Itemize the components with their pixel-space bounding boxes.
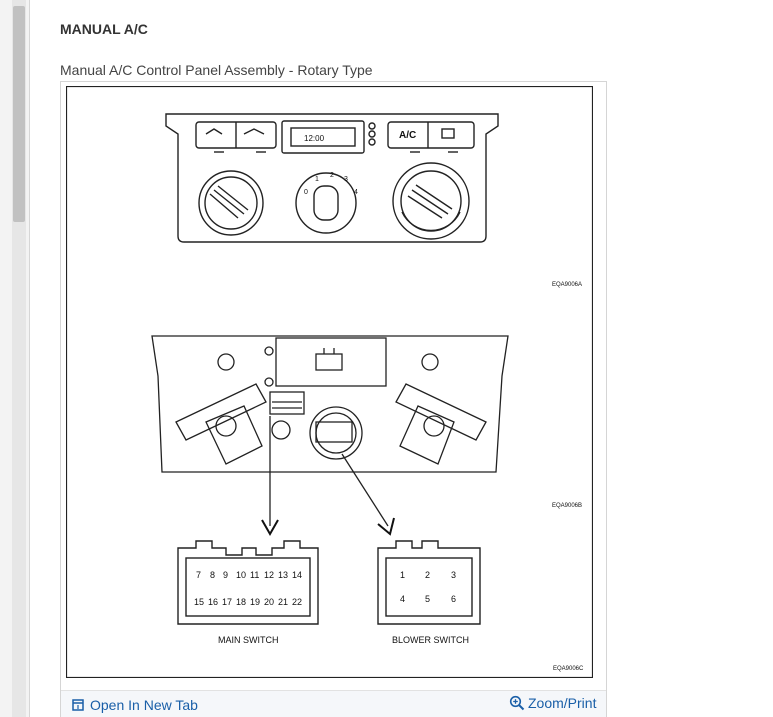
main-pin-15: 15 <box>194 597 204 607</box>
blower-switch-pins: 1 2 3 4 5 6 <box>400 570 456 604</box>
scrollbar-thumb[interactable] <box>13 6 25 222</box>
main-pin-14: 14 <box>292 570 302 580</box>
main-pin-21: 21 <box>278 597 288 607</box>
main-pin-22: 22 <box>292 597 302 607</box>
front-panel-drawing <box>165 113 499 243</box>
ac-panel-diagram[interactable]: A/C 12:00 0 1 2 3 4 EQA9006A EQA9006B <box>66 86 593 678</box>
connector-arrows <box>261 517 395 537</box>
rear-panel-drawing <box>151 335 509 527</box>
figure-code-c: EQA9006C <box>553 666 584 672</box>
blower-pin-6: 6 <box>451 594 456 604</box>
main-pin-13: 13 <box>278 570 288 580</box>
main-pin-11: 11 <box>250 570 259 580</box>
main-pin-19: 19 <box>250 597 260 607</box>
main-pin-7: 7 <box>196 570 201 580</box>
figure-caption: Manual A/C Control Panel Assembly - Rota… <box>60 62 373 78</box>
main-pin-16: 16 <box>208 597 218 607</box>
main-switch-connector <box>177 540 319 625</box>
figure-code-b: EQA9006B <box>552 503 582 509</box>
main-pin-17: 17 <box>222 597 232 607</box>
zoom-print-link[interactable]: Zoom/Print <box>509 695 596 711</box>
zoom-in-icon <box>509 695 525 711</box>
fan-label-1: 1 <box>315 176 319 183</box>
clock-display: 12:00 <box>304 134 325 143</box>
blower-pin-5: 5 <box>425 594 430 604</box>
main-pin-9: 9 <box>223 570 228 580</box>
main-pin-10: 10 <box>236 570 246 580</box>
blower-switch-label: BLOWER SWITCH <box>392 635 469 645</box>
zoom-print-label: Zoom/Print <box>528 695 597 711</box>
main-switch-pins: 7 8 9 10 11 12 13 14 15 16 17 18 19 20 2… <box>194 570 302 607</box>
open-in-new-tab-label: Open In New Tab <box>90 697 198 713</box>
fan-label-0: 0 <box>304 189 308 196</box>
blower-pin-4: 4 <box>400 594 405 604</box>
open-new-tab-icon <box>72 699 84 711</box>
fan-label-3: 3 <box>344 176 348 183</box>
blower-pin-3: 3 <box>451 570 456 580</box>
main-switch-label: MAIN SWITCH <box>218 635 279 645</box>
section-title: MANUAL A/C <box>60 21 148 37</box>
blower-pin-1: 1 <box>400 570 405 580</box>
fan-label-2: 2 <box>330 172 334 179</box>
fan-label-4: 4 <box>354 189 358 196</box>
main-pin-12: 12 <box>264 570 274 580</box>
main-pin-20: 20 <box>264 597 274 607</box>
blower-pin-2: 2 <box>425 570 430 580</box>
main-pin-18: 18 <box>236 597 246 607</box>
blower-switch-connector <box>377 540 481 625</box>
main-pin-8: 8 <box>210 570 215 580</box>
ac-button-label: A/C <box>399 130 416 141</box>
figure-code-a: EQA9006A <box>552 282 582 288</box>
open-in-new-tab-link[interactable]: Open In New Tab <box>72 697 198 713</box>
